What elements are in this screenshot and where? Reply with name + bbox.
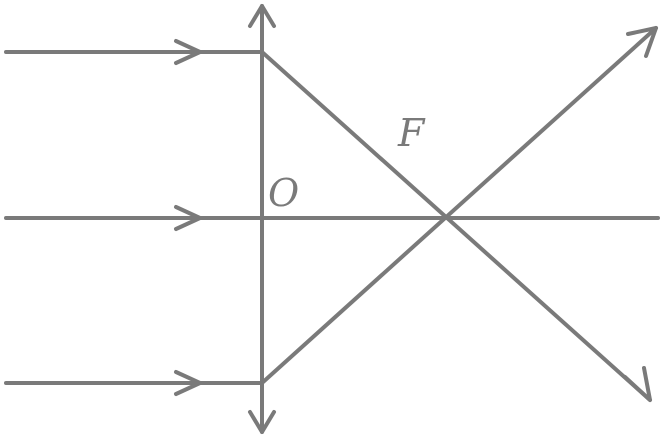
optical-center-label: O: [268, 171, 299, 215]
refracted-ray-top-arrow-icon: [623, 366, 652, 402]
lens-bottom-arrowhead-icon: [248, 410, 276, 434]
refracted-ray-top: [260, 50, 652, 402]
incident-ray-top-arrow-icon: [174, 39, 202, 65]
incident-ray-middle-arrow-icon: [174, 205, 202, 231]
refracted-ray-bottom-arrow-icon: [626, 26, 658, 58]
lens-top-arrowhead-icon: [248, 4, 276, 28]
refracted-ray-bottom: [260, 26, 658, 385]
focal-point-label: F: [397, 111, 426, 155]
diagram-strokes: [4, 4, 660, 434]
incident-ray-bottom-arrow-icon: [174, 370, 202, 396]
